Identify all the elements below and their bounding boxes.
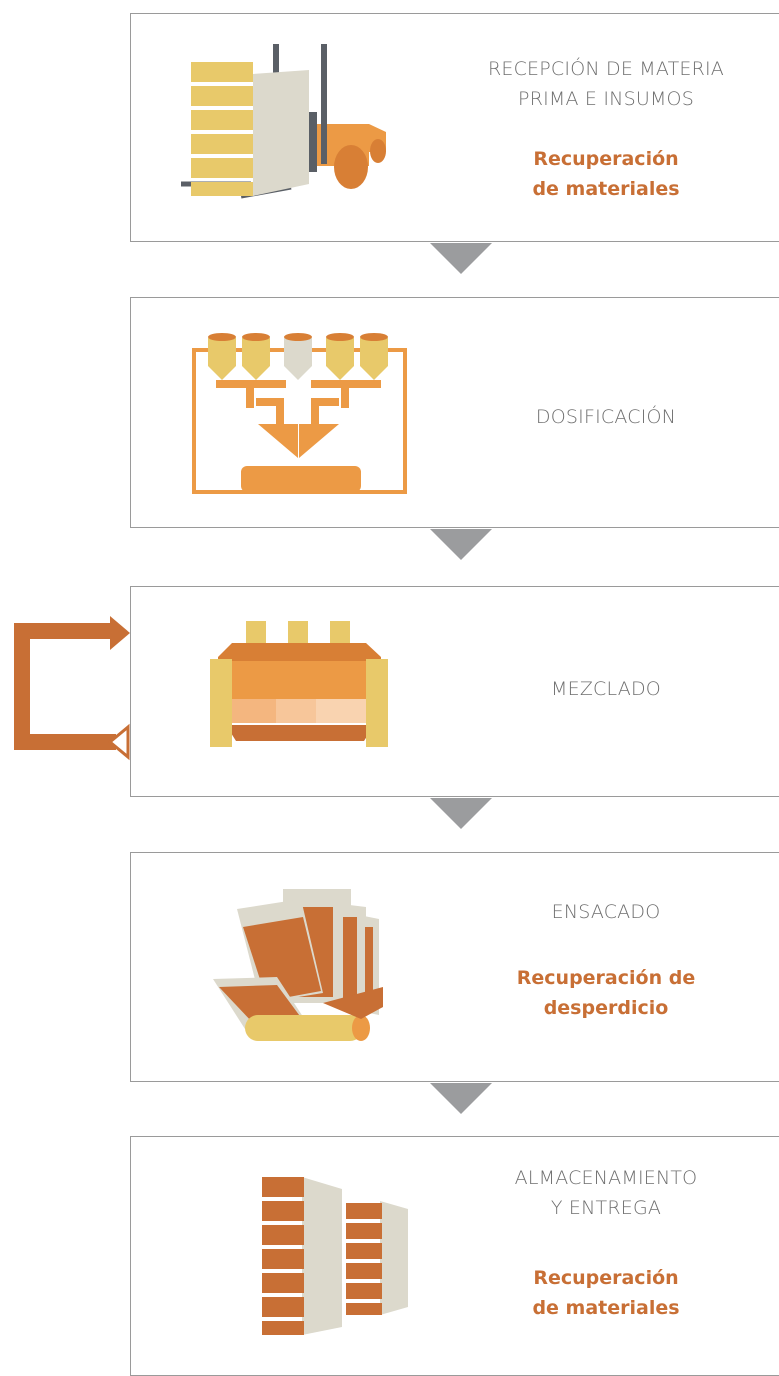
- step-note: Recuperación de materiales: [532, 1267, 680, 1319]
- forklift-pallet-icon: [181, 44, 386, 199]
- step-title: MEZCLADO: [551, 678, 661, 700]
- step-title: DOSIFICACIÓN: [535, 406, 677, 428]
- flow-arrow-icon: [430, 243, 492, 274]
- flow-arrow-icon: [430, 798, 492, 829]
- flow-arrow-icon: [430, 529, 492, 560]
- step-card-ensacado: ENSACADO Recuperación de desperdicio: [130, 852, 779, 1082]
- step-title: RECEPCIÓN DE MATERIA PRIMA E INSUMOS: [487, 58, 725, 110]
- mixer-machine-icon: [210, 621, 388, 747]
- step-card-recepcion: RECEPCIÓN DE MATERIA PRIMA E INSUMOS Rec…: [130, 13, 779, 242]
- step-card-dosificacion: DOSIFICACIÓN: [130, 297, 779, 528]
- step-note: Recuperación de materiales: [532, 148, 680, 200]
- step-note: Recuperación de desperdicio: [516, 967, 696, 1019]
- step-title: ENSACADO: [551, 901, 661, 923]
- step-card-almacenamiento: ALMACENAMIENTO Y ENTREGA Recuperación de…: [130, 1136, 779, 1376]
- return-loop-arrow-icon: [14, 616, 130, 761]
- dosing-hoppers-icon: [192, 333, 407, 494]
- stacked-bags-icon: [262, 1177, 408, 1335]
- step-title: ALMACENAMIENTO Y ENTREGA: [514, 1167, 698, 1219]
- bagging-machine-icon: [213, 889, 383, 1041]
- flow-arrow-icon: [430, 1083, 492, 1114]
- step-card-mezclado: MEZCLADO: [130, 586, 779, 797]
